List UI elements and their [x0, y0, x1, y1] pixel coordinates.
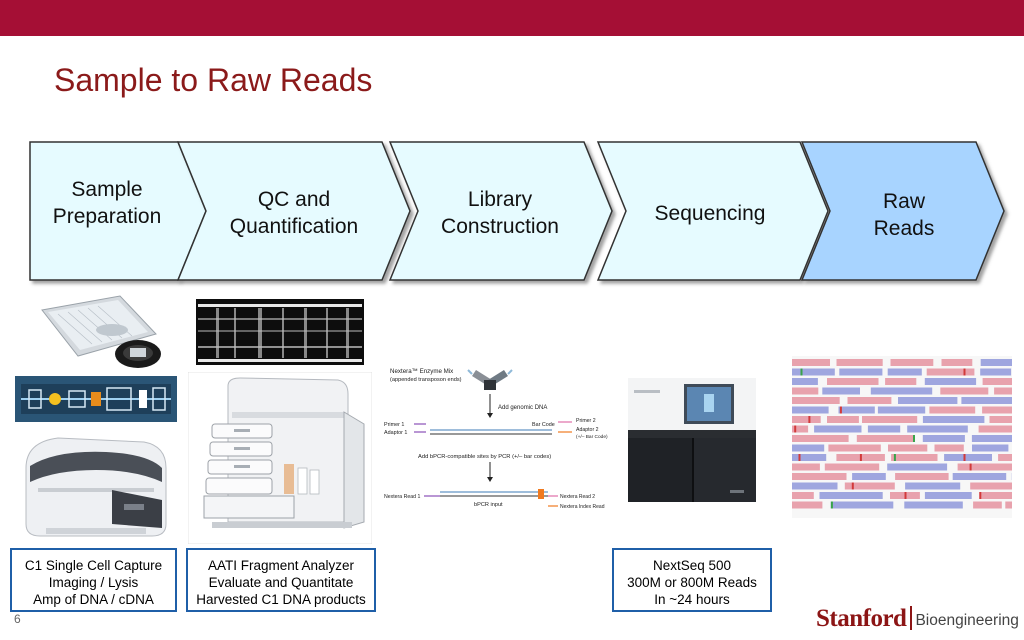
logo-divider — [910, 606, 913, 630]
primer2-label: Primer 2 — [576, 418, 596, 424]
adaptor1-label: Adaptor 1 — [384, 430, 407, 436]
bar-code-label: Bar Code — [532, 422, 555, 428]
add-genomic-label: Add genomic DNA — [498, 405, 547, 411]
nextera-library-schematic: Nextera™ Enzyme Mix (appended transposon… — [380, 364, 610, 514]
c1-ifc-chip-image — [34, 292, 164, 372]
stanford-bioengineering-logo: Stanford Bioengineering — [816, 603, 1019, 633]
logo-department-text: Bioengineering — [915, 612, 1019, 629]
adaptor2-label: Adaptor 2 — [576, 427, 599, 433]
primer1-label: Primer 1 — [384, 422, 404, 428]
nextera-index-label: Nextera Index Read — [560, 504, 605, 510]
nextseq-instrument-image — [618, 370, 762, 504]
nextera-read1-label: Nextera Read 1 — [384, 494, 420, 500]
c1-chamber-schematic — [15, 376, 177, 422]
top-banner — [0, 0, 1024, 36]
add-bpcr-label: Add bPCR-compatible sites by PCR (+/– ba… — [418, 454, 551, 460]
step-label-sequencing: Sequencing — [654, 202, 766, 225]
fragment-analyzer-gel-image — [186, 296, 370, 368]
aligned-reads-view — [792, 356, 1012, 518]
slide-title: Sample to Raw Reads — [54, 62, 373, 98]
adaptor2-sublabel: (+/– Bar Code) — [576, 434, 608, 440]
fragment-analyzer-instrument-image — [188, 372, 372, 544]
enzyme-mix-sublabel: (appended transposon ends) — [390, 377, 462, 383]
enzyme-mix-label: Nextera™ Enzyme Mix — [390, 368, 454, 375]
nextera-read2-label: Nextera Read 2 — [560, 494, 595, 500]
logo-stanford-text: Stanford — [816, 605, 907, 632]
bpcr-input-label: bPCR input — [474, 502, 503, 508]
process-flow — [29, 141, 1005, 281]
c1-instrument-image — [16, 428, 176, 543]
page-number: 6 — [14, 612, 21, 626]
